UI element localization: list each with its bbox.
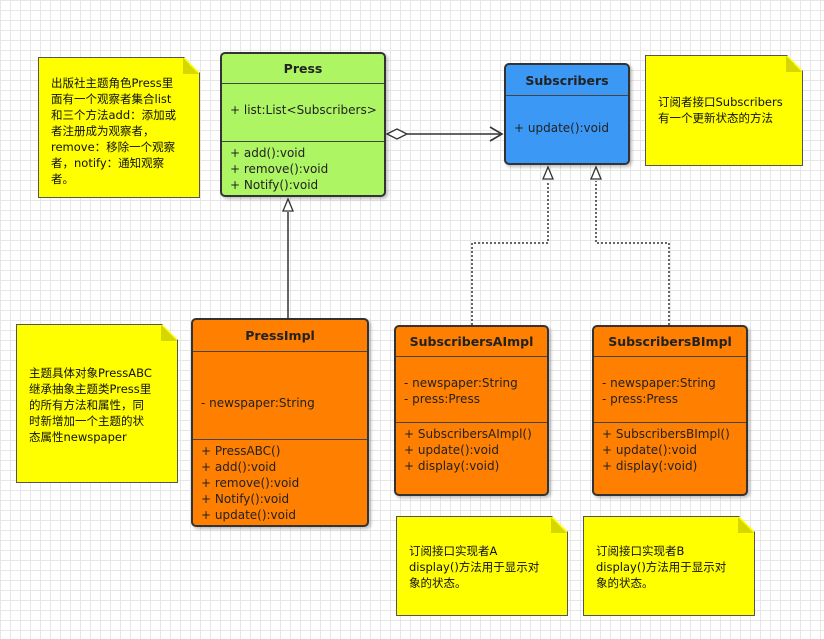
aggregation-arrowhead xyxy=(489,126,504,142)
note-subscribers-text: 订阅者接口Subscribers 有一个更新状态的方法 xyxy=(658,95,783,125)
class-press-impl-methods: + PressABC() + add():void + remove():voi… xyxy=(193,439,367,525)
method: + update():void xyxy=(404,443,499,457)
attribute: - press:Press xyxy=(404,392,480,406)
note-subscribers-a[interactable]: 订阅接口实现者A display()方法用于显示对 象的状态。 xyxy=(396,516,568,616)
realization-line-a xyxy=(471,181,549,325)
method: + remove():void xyxy=(201,476,300,490)
note-press-text: 出版社主题角色Press里 面有一个观察者集合list 和三个方法add：添加或… xyxy=(51,76,177,186)
method: + Notify():void xyxy=(230,178,319,192)
class-press-attributes: + list:List<Subscribers> xyxy=(222,84,384,141)
method: + display(:void) xyxy=(602,459,698,473)
method: + Notify():void xyxy=(201,492,290,506)
method: + update():void xyxy=(201,508,296,522)
realization-arrowhead-a xyxy=(542,165,554,180)
class-press-impl-attributes: - newspaper:String xyxy=(193,352,367,439)
attribute: - press:Press xyxy=(602,392,678,406)
class-press-impl[interactable]: PressImpl - newspaper:String + PressABC(… xyxy=(191,318,369,527)
method: + update():void xyxy=(514,121,609,135)
class-press-name: Press xyxy=(222,54,384,84)
class-subscribers-b-methods: + SubscribersBImpl() + update():void + d… xyxy=(594,422,746,477)
method: + display(:void) xyxy=(404,459,500,473)
method: + add():void xyxy=(230,146,306,160)
method: + remove():void xyxy=(230,162,329,176)
class-subscribers-b-name: SubscribersBImpl xyxy=(594,327,746,357)
realization-line-b xyxy=(595,181,670,325)
class-press-methods: + add():void + remove():void + Notify():… xyxy=(222,141,384,195)
attribute: - newspaper:String xyxy=(602,376,716,390)
class-subscribers[interactable]: Subscribers + update():void xyxy=(504,63,630,165)
attribute: - newspaper:String xyxy=(404,376,518,390)
class-subscribers-a-methods: + SubscribersAImpl() + update():void + d… xyxy=(396,422,547,477)
class-subscribers-methods: + update():void xyxy=(506,96,628,139)
note-subscribers-a-text: 订阅接口实现者A display()方法用于显示对 象的状态。 xyxy=(409,544,540,590)
note-subscribers[interactable]: 订阅者接口Subscribers 有一个更新状态的方法 xyxy=(645,55,803,166)
method: + add():void xyxy=(201,460,277,474)
class-press[interactable]: Press + list:List<Subscribers> + add():v… xyxy=(220,52,386,197)
method: + SubscribersAImpl() xyxy=(404,427,532,441)
attribute: - newspaper:String xyxy=(201,396,315,410)
method: + SubscribersBImpl() xyxy=(602,427,730,441)
class-subscribers-b-attributes: - newspaper:String - press:Press xyxy=(594,357,746,422)
class-subscribers-a-impl[interactable]: SubscribersAImpl - newspaper:String - pr… xyxy=(394,325,549,496)
inheritance-arrowhead xyxy=(282,197,294,212)
class-subscribers-a-name: SubscribersAImpl xyxy=(396,327,547,357)
note-subscribers-b-text: 订阅接口实现者B display()方法用于显示对 象的状态。 xyxy=(596,544,727,590)
method: + update():void xyxy=(602,443,697,457)
class-subscribers-a-attributes: - newspaper:String - press:Press xyxy=(396,357,547,422)
class-subscribers-name: Subscribers xyxy=(506,65,628,96)
class-subscribers-b-impl[interactable]: SubscribersBImpl - newspaper:String - pr… xyxy=(592,325,748,496)
class-press-impl-name: PressImpl xyxy=(193,320,367,352)
note-press-impl[interactable]: 主题具体对象PressABC 继承抽象主题类Press里 的所有方法和属性，同 … xyxy=(16,324,178,483)
note-press-impl-text: 主题具体对象PressABC 继承抽象主题类Press里 的所有方法和属性，同 … xyxy=(29,366,152,444)
method: + PressABC() xyxy=(201,444,281,458)
note-subscribers-b[interactable]: 订阅接口实现者B display()方法用于显示对 象的状态。 xyxy=(583,516,755,616)
realization-arrowhead-b xyxy=(590,165,602,180)
note-press[interactable]: 出版社主题角色Press里 面有一个观察者集合list 和三个方法add：添加或… xyxy=(38,57,200,198)
aggregation-diamond xyxy=(385,128,409,140)
attribute: + list:List<Subscribers> xyxy=(230,103,377,117)
